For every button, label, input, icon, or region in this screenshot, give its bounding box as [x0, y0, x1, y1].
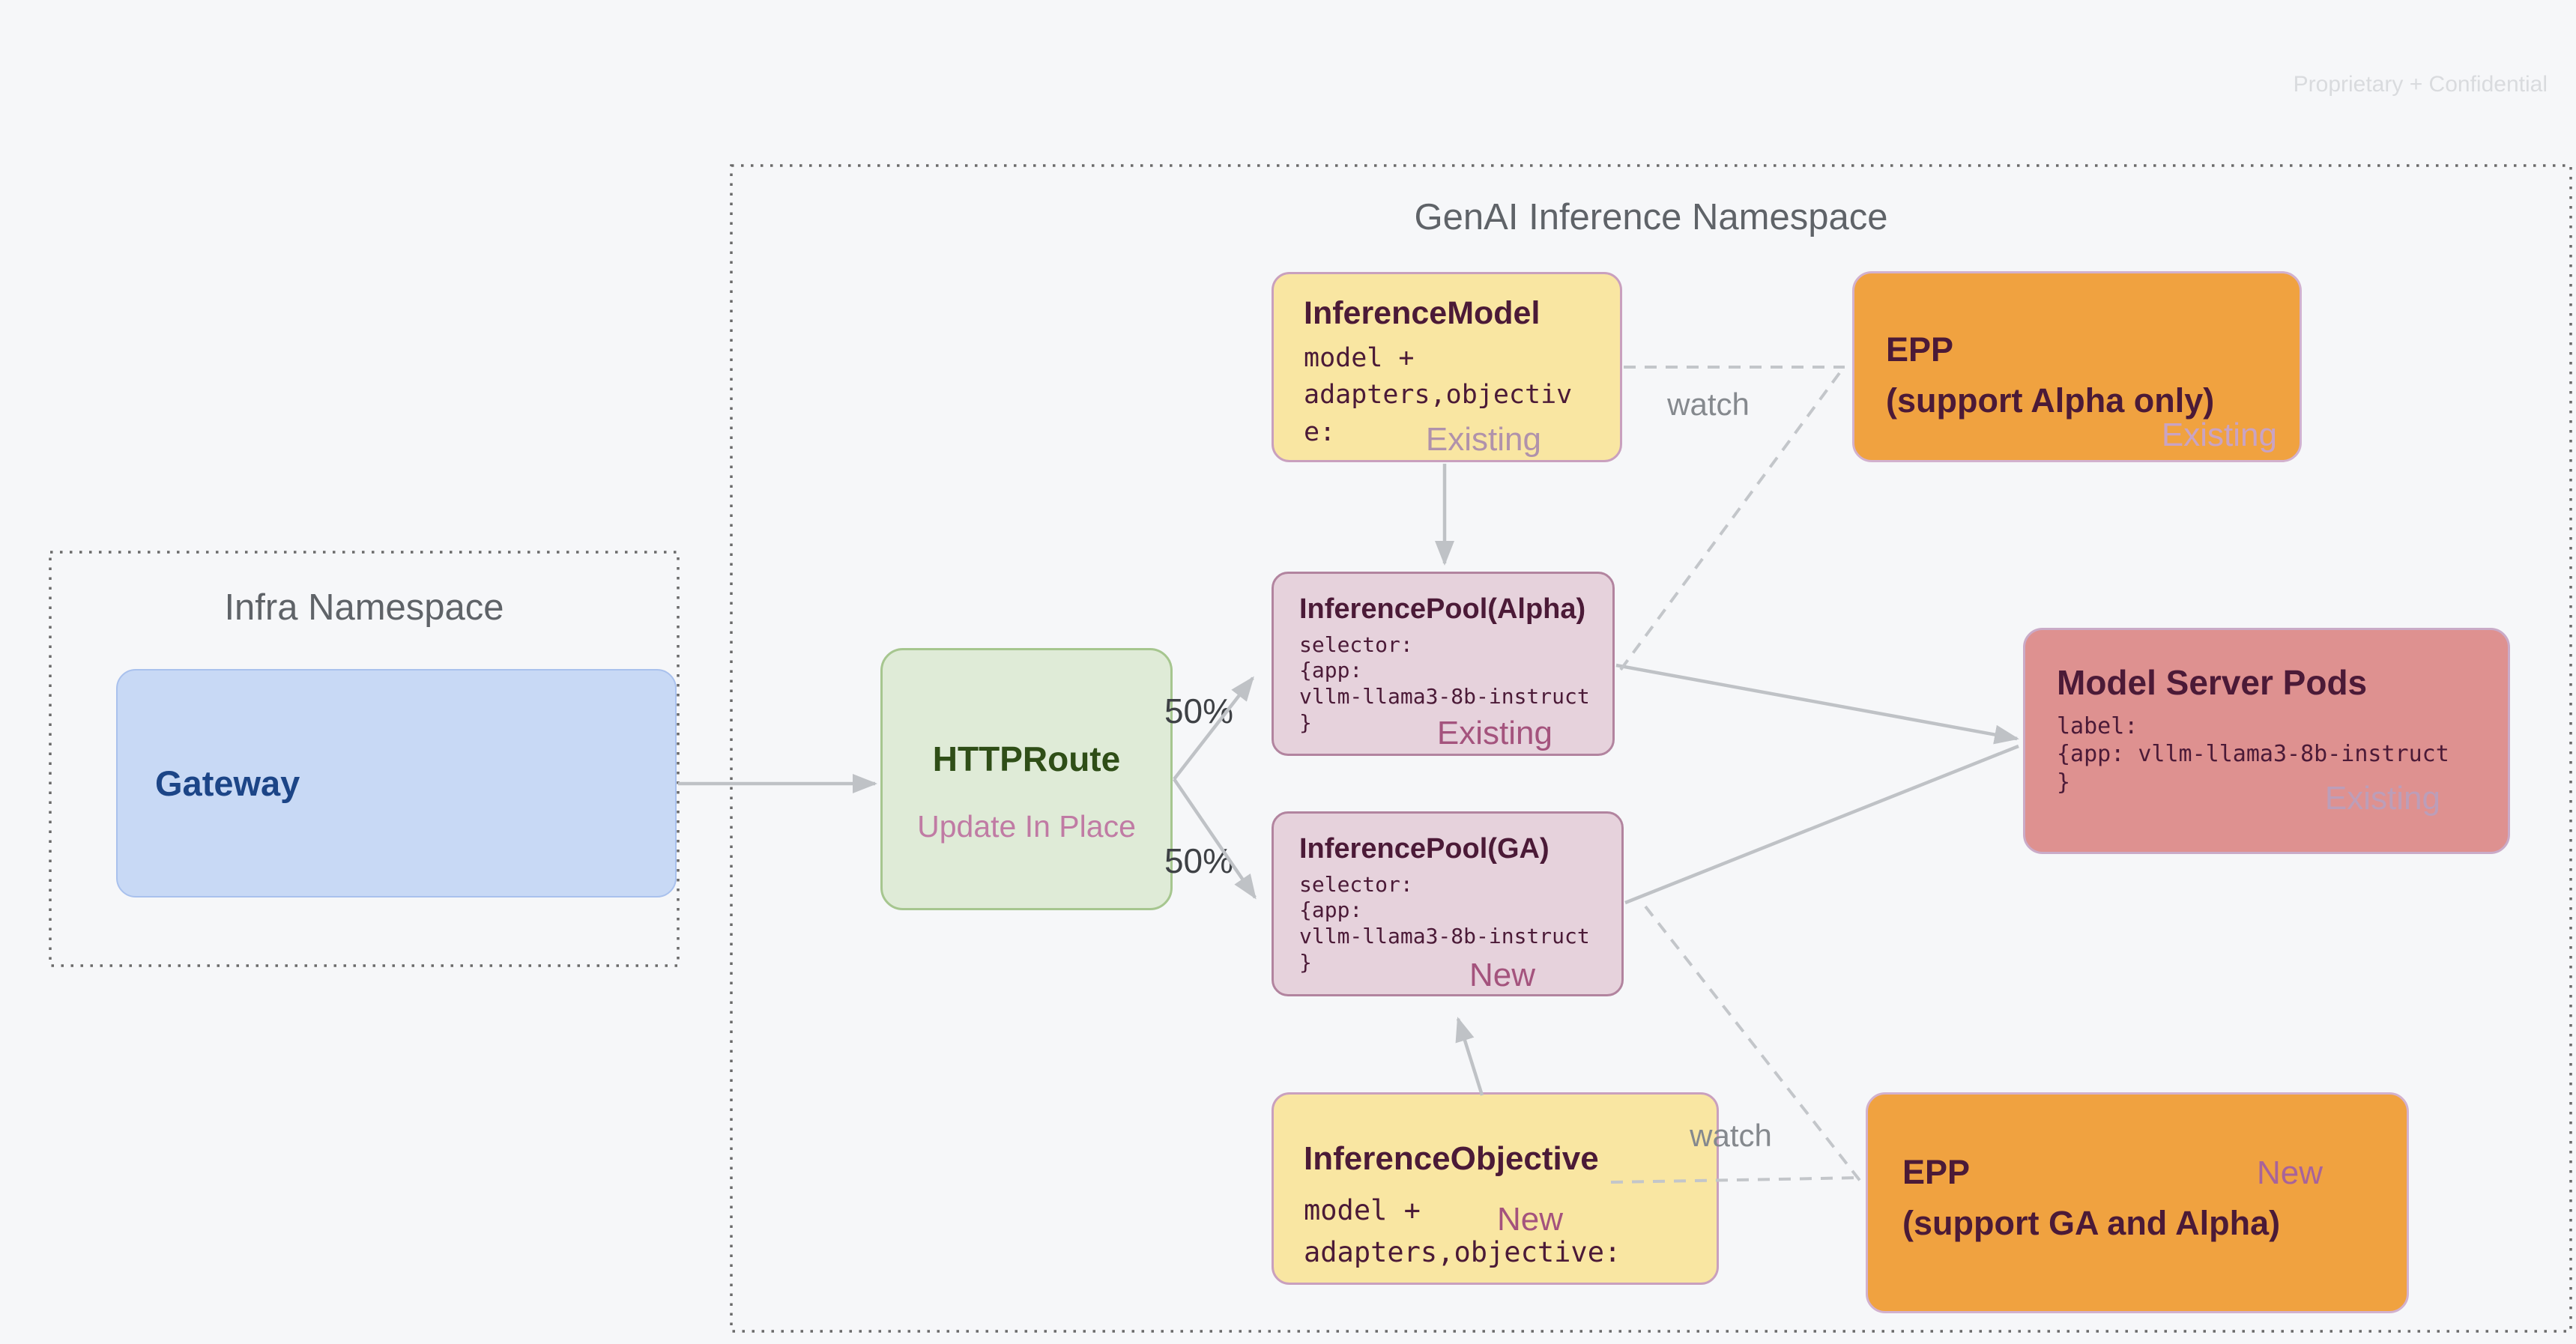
- epp-ga-subtitle: (support GA and Alpha): [1902, 1203, 2281, 1242]
- inference-objective-status-badge: New: [1497, 1201, 1564, 1238]
- httproute-title: HTTPRoute: [932, 739, 1121, 778]
- node-inference-model: InferenceModel model + adapters,objectiv…: [1272, 272, 1622, 462]
- inference-pool-alpha-title: InferencePool(Alpha): [1299, 593, 1586, 625]
- node-epp-alpha: EPP (support Alpha only) Existing: [1852, 271, 2302, 462]
- watch-bottom-label: watch: [1690, 1118, 1772, 1153]
- genai-namespace-title: GenAI Inference Namespace: [1414, 197, 1888, 237]
- model-server-pods-title: Model Server Pods: [2057, 663, 2368, 702]
- watch-top-label: watch: [1667, 387, 1750, 422]
- node-model-server-pods: Model Server Pods label: {app: vllm-llam…: [2023, 628, 2510, 854]
- arrow-pool-alpha-to-pods: [1615, 663, 2019, 745]
- inference-pool-ga-status-badge: New: [1469, 957, 1535, 993]
- inference-pool-alpha-status-badge: Existing: [1436, 715, 1552, 751]
- inference-model-status-badge: Existing: [1425, 421, 1541, 458]
- inference-model-title: InferenceModel: [1304, 295, 1541, 331]
- inference-pool-ga-selector: selector: {app: vllm-llama3-8b-instruct …: [1299, 871, 1590, 975]
- node-httproute: HTTPRoute Update In Place: [880, 648, 1173, 910]
- epp-alpha-status-badge: Existing: [2161, 417, 2277, 453]
- arrow-pool-ga-to-pods: [1624, 744, 2019, 905]
- traffic-split-top-label: 50%: [1164, 691, 1234, 730]
- inference-objective-title: InferenceObjective: [1304, 1140, 1599, 1177]
- node-epp-ga: EPP (support GA and Alpha) New: [1866, 1092, 2409, 1313]
- node-inference-objective: InferenceObjective model + adapters,obje…: [1272, 1092, 1719, 1285]
- confidentiality-watermark: Proprietary + Confidential: [2293, 72, 2548, 97]
- infra-namespace-title: Infra Namespace: [224, 587, 504, 628]
- model-server-pods-status-badge: Existing: [2324, 780, 2440, 817]
- gateway-title: Gateway: [155, 763, 300, 803]
- epp-alpha-title: EPP: [1886, 330, 1954, 369]
- node-inference-pool-ga: InferencePool(GA) selector: {app: vllm-l…: [1272, 811, 1624, 996]
- node-inference-pool-alpha: InferencePool(Alpha) selector: {app: vll…: [1272, 572, 1615, 756]
- epp-ga-status-badge: New: [2256, 1154, 2323, 1191]
- node-gateway: Gateway: [116, 669, 677, 897]
- httproute-subtitle: Update In Place: [917, 809, 1136, 844]
- arrow-inference-objective-to-pool-ga: [1455, 1017, 1484, 1096]
- traffic-split-bottom-label: 50%: [1164, 841, 1234, 880]
- inference-pool-ga-title: InferencePool(GA): [1299, 833, 1549, 865]
